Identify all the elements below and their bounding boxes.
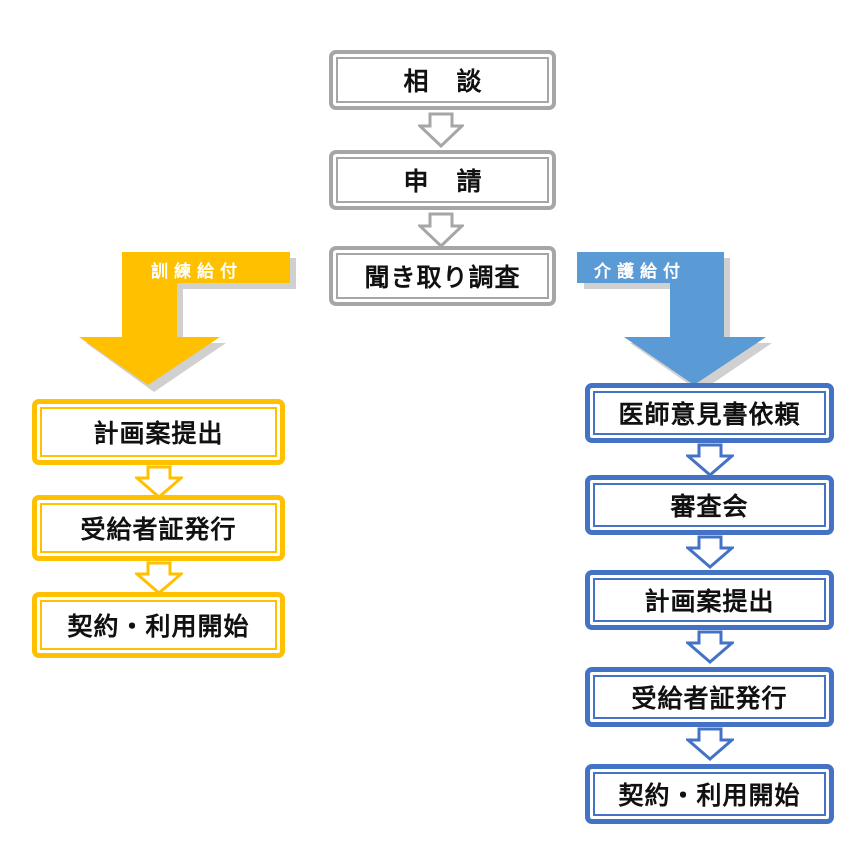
care-step-review-board: 審査会 <box>585 475 834 535</box>
down-arrow-icon <box>418 212 464 248</box>
down-arrow-icon <box>686 535 734 569</box>
training-step-contract-start: 契約・利用開始 <box>32 592 285 658</box>
care-arrow <box>577 252 766 385</box>
down-arrow-icon <box>135 561 183 595</box>
training-step-plan-submission: 計画案提出 <box>32 399 285 465</box>
care-step-contract-start: 契約・利用開始 <box>585 764 834 824</box>
care-step-certificate-issue: 受給者証発行 <box>585 667 834 727</box>
care-step-doctor-opinion: 医師意見書依頼 <box>585 383 834 443</box>
down-arrow-icon <box>135 465 183 499</box>
down-arrow-icon <box>686 443 734 477</box>
care-label: 介護給付 <box>594 262 686 282</box>
step-interview-survey: 聞き取り調査 <box>329 246 556 306</box>
step-application: 申請 <box>329 150 556 210</box>
down-arrow-icon <box>686 630 734 664</box>
care-step-plan-submission: 計画案提出 <box>585 570 834 630</box>
down-arrow-icon <box>418 112 464 148</box>
training-step-certificate-issue: 受給者証発行 <box>32 495 285 561</box>
training-arrow <box>79 252 290 385</box>
step-consultation: 相談 <box>329 50 556 110</box>
down-arrow-icon <box>686 727 734 761</box>
training-label: 訓練給付 <box>151 262 243 282</box>
